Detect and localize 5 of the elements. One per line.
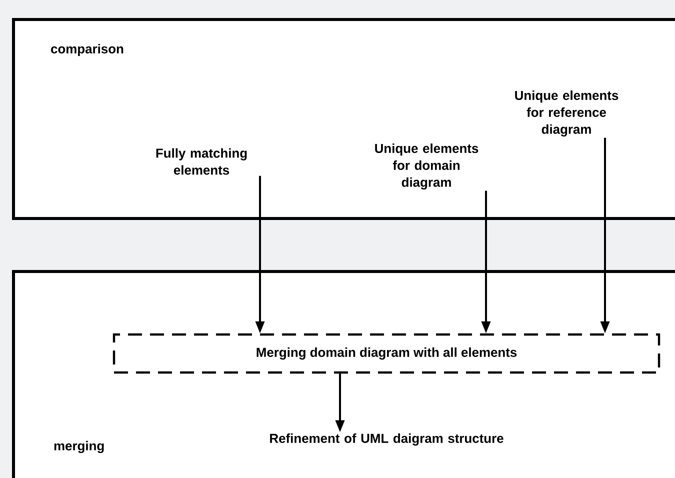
- dashed-box: Merging domain diagram with all elements: [112, 333, 660, 374]
- text-label: Fully matching elements: [156, 148, 247, 175]
- text-label: Unique elements for reference diagram: [515, 90, 618, 136]
- text-label: Unique elements for domain diagram: [375, 144, 478, 190]
- text-label: Refinement of UML daigram structure: [270, 433, 504, 446]
